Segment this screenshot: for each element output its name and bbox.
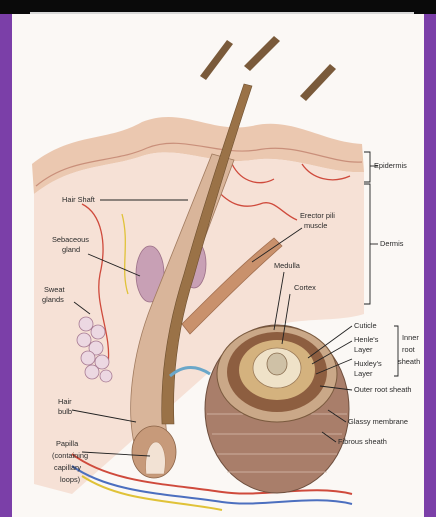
label-sweat-1: Sweat: [44, 285, 65, 294]
label-huxleys-2: Layer: [354, 369, 373, 378]
label-huxleys-1: Huxley's: [354, 359, 382, 368]
medulla-core: [267, 353, 287, 375]
label-sebaceous-1: Sebaceous: [52, 235, 89, 244]
hair-follicle-diagram: Epidermis Dermis Hair Shaft Erector pili…: [12, 14, 424, 517]
diagram-canvas: Epidermis Dermis Hair Shaft Erector pili…: [12, 14, 424, 517]
label-sebaceous-2: gland: [62, 245, 80, 254]
label-papilla-1: Papilla: [56, 439, 79, 448]
label-erector-pili-1: Erector pili: [300, 211, 335, 220]
label-hair-bulb-2: bulb: [58, 407, 72, 416]
follicle-cross-section: [205, 325, 349, 493]
label-papilla-4: loops): [60, 475, 80, 484]
surface-hairs: [200, 36, 336, 101]
label-fibrous-sheath: Fibrous sheath: [338, 437, 387, 446]
label-papilla-3: capillary: [54, 463, 81, 472]
label-medulla: Medulla: [274, 261, 301, 270]
label-glassy-membrane: Glassy membrane: [348, 417, 408, 426]
label-outer-root-sheath: Outer root sheath: [354, 385, 412, 394]
label-inner-root-3: sheath: [398, 357, 420, 366]
label-henles-2: Layer: [354, 345, 373, 354]
label-inner-root-2: root: [402, 345, 415, 354]
label-erector-pili-2: muscle: [304, 221, 327, 230]
label-papilla-2: (containing: [52, 451, 88, 460]
label-cuticle: Cuticle: [354, 321, 377, 330]
label-hair-bulb-1: Hair: [58, 397, 72, 406]
label-sweat-2: glands: [42, 295, 64, 304]
label-hair-shaft: Hair Shaft: [62, 195, 95, 204]
label-epidermis: Epidermis: [374, 161, 407, 170]
label-henles-1: Henle's: [354, 335, 379, 344]
label-cortex: Cortex: [294, 283, 316, 292]
label-dermis: Dermis: [380, 239, 404, 248]
label-inner-root-1: Inner: [402, 333, 419, 342]
